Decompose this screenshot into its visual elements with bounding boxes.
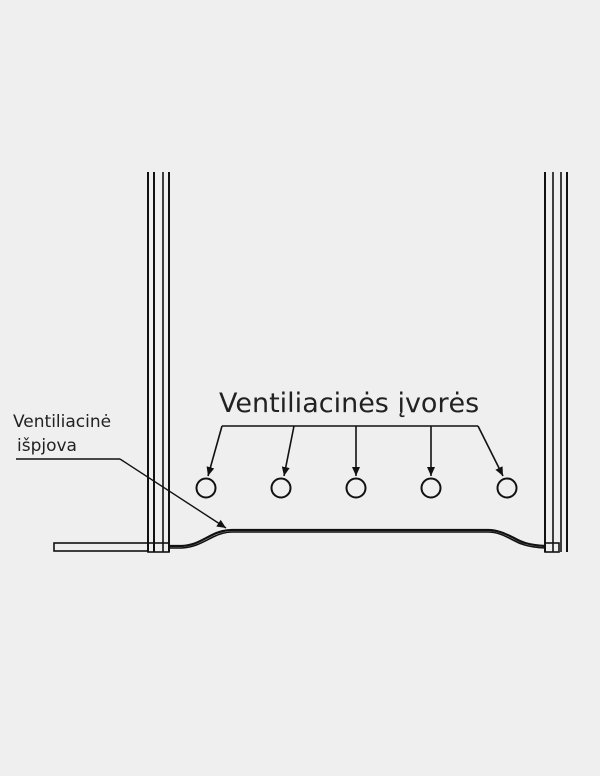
vents-leader xyxy=(206,425,504,477)
base-plate xyxy=(53,542,560,553)
cut-label-line2: išpjova xyxy=(17,436,77,456)
vent-bushing xyxy=(270,477,292,499)
vent-bushing xyxy=(195,477,217,499)
vent-bushing xyxy=(496,477,518,499)
cut-label-line1: Ventiliacinė xyxy=(13,412,111,432)
floor-profile xyxy=(169,528,546,549)
vent-bushing xyxy=(345,477,367,499)
right-wall xyxy=(544,172,568,552)
vent-bushings xyxy=(195,477,518,499)
cut-leader xyxy=(16,458,227,529)
vents-label: Ventiliacinės įvorės xyxy=(219,388,479,419)
left-wall xyxy=(147,172,170,552)
vent-bushing xyxy=(420,477,442,499)
